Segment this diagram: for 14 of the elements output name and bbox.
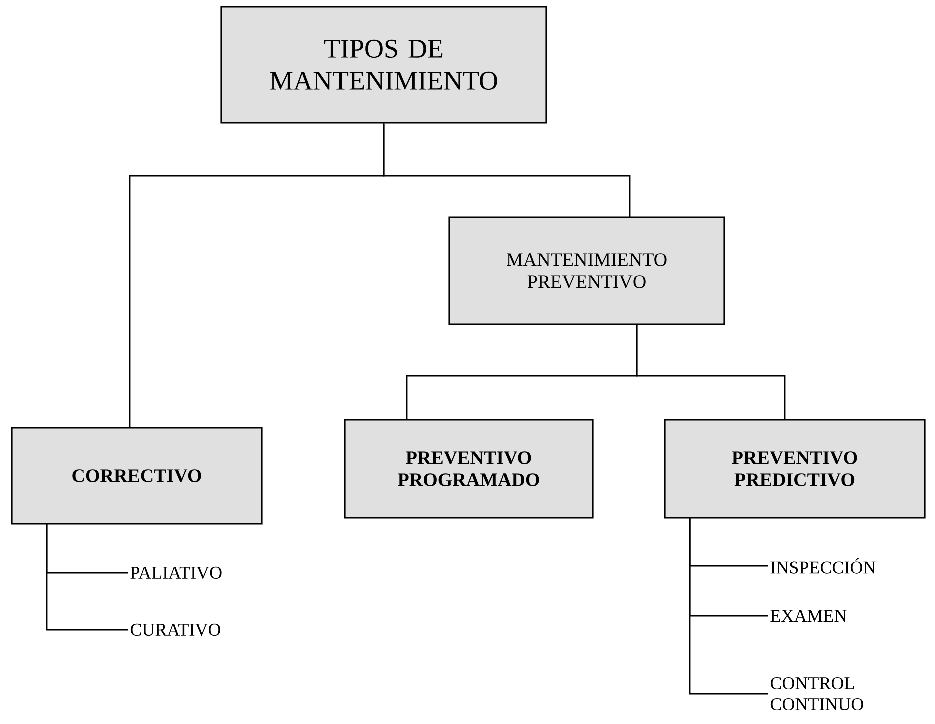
subtype-label: EXAMEN xyxy=(770,610,847,622)
subtype-label: PALIATIVO xyxy=(130,566,222,580)
category-box: MANTENIMIENTO PREVENTIVO xyxy=(448,216,726,326)
category-box: PREVENTIVO PROGRAMADO xyxy=(344,419,594,519)
category-box: CORRECTIVO xyxy=(11,427,263,525)
connector-line xyxy=(636,324,786,420)
connector-line xyxy=(689,518,768,695)
connector-line xyxy=(383,124,631,217)
subtype-label: INSPECCIÓN xyxy=(770,558,876,574)
category-box: PREVENTIVO PREDICTIVO xyxy=(664,419,926,519)
subtype-label: CURATIVO xyxy=(130,624,220,636)
category-box: TIPOS DE MANTENIMIENTO xyxy=(220,6,548,124)
subtype-label: CONTROL CONTINUO xyxy=(770,677,864,711)
connector-line xyxy=(46,524,128,631)
